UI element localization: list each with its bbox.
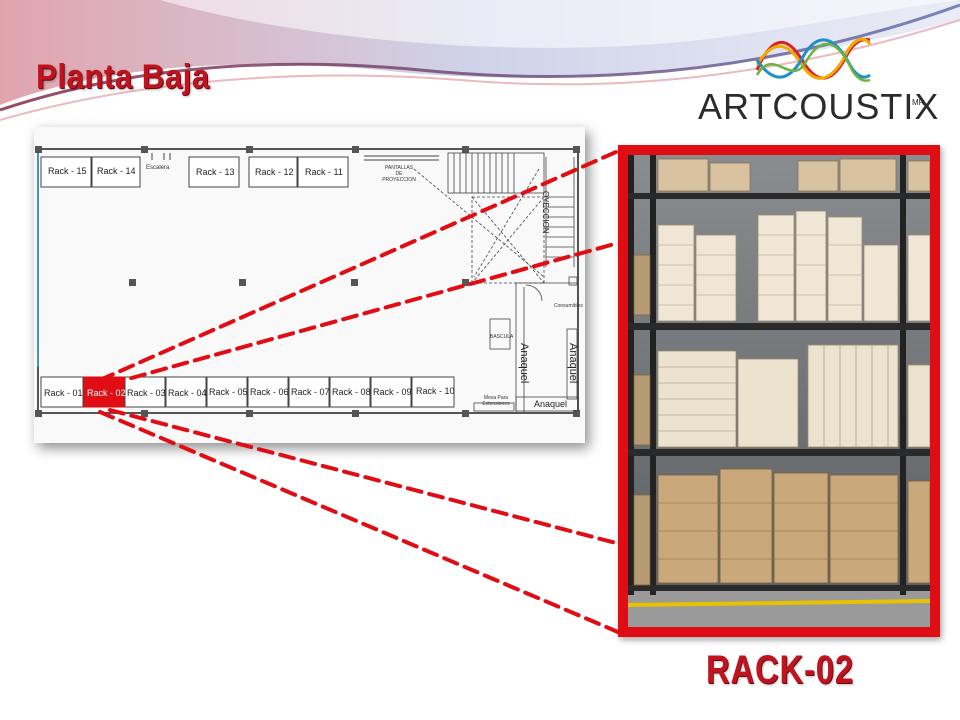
proyeccion-vertical-label: OYECCION bbox=[541, 191, 550, 234]
anaquel-bottom-label[interactable]: Anaquel bbox=[534, 399, 568, 409]
rack-label-07[interactable]: Rack - 07 bbox=[291, 387, 330, 397]
rack-label-08[interactable]: Rack - 08 bbox=[332, 387, 371, 397]
escalera-label: Escalera bbox=[146, 165, 170, 171]
mesa-label: Mesa Para Extensiones bbox=[482, 395, 510, 407]
slide-title: Planta Baja bbox=[36, 58, 210, 96]
bascula-label: BASCULA bbox=[490, 334, 514, 340]
rack-label-11[interactable]: Rack - 11 bbox=[305, 167, 343, 177]
pantallas-label: PANTALLAS DE PROYECCION bbox=[382, 165, 416, 183]
rack-label-06[interactable]: Rack - 06 bbox=[250, 387, 289, 397]
floor-plan: Rack - 15 Rack - 14 Rack - 13 Rack - 12 … bbox=[34, 127, 585, 443]
rack-label-13[interactable]: Rack - 13 bbox=[196, 167, 235, 177]
anaquel-vertical-2[interactable]: Anaquel bbox=[567, 343, 579, 384]
header-swoosh-decoration bbox=[0, 0, 960, 121]
rack-label-02-selected[interactable]: Rack - 02 bbox=[87, 388, 126, 398]
rack-label-05[interactable]: Rack - 05 bbox=[209, 387, 248, 397]
rack-label-04[interactable]: Rack - 04 bbox=[168, 388, 207, 398]
rack-02-photo-frame bbox=[618, 145, 940, 637]
brand-logo: ARTCOUSTIX MR bbox=[690, 30, 940, 130]
rack-02-photo bbox=[628, 155, 930, 627]
brand-trademark: MR bbox=[912, 98, 925, 107]
rack-15-shape bbox=[40, 156, 92, 188]
rack-label-15[interactable]: Rack - 15 bbox=[48, 166, 87, 176]
rack-label-10[interactable]: Rack - 10 bbox=[416, 386, 455, 396]
brand-name: ARTCOUSTIX bbox=[698, 86, 940, 127]
rack-label-03[interactable]: Rack - 03 bbox=[127, 388, 166, 398]
rack-label-12[interactable]: Rack - 12 bbox=[255, 167, 294, 177]
anaquel-vertical-1[interactable]: Anaquel bbox=[518, 343, 530, 384]
brand-wave-icon bbox=[755, 37, 872, 82]
rack-caption: RACK-02 bbox=[706, 648, 854, 692]
rack-label-09[interactable]: Rack - 09 bbox=[373, 387, 412, 397]
consumibles-label: Consumibles bbox=[554, 303, 583, 309]
rack-label-14[interactable]: Rack - 14 bbox=[97, 166, 136, 176]
rack-label-01[interactable]: Rack - 01 bbox=[44, 388, 83, 398]
